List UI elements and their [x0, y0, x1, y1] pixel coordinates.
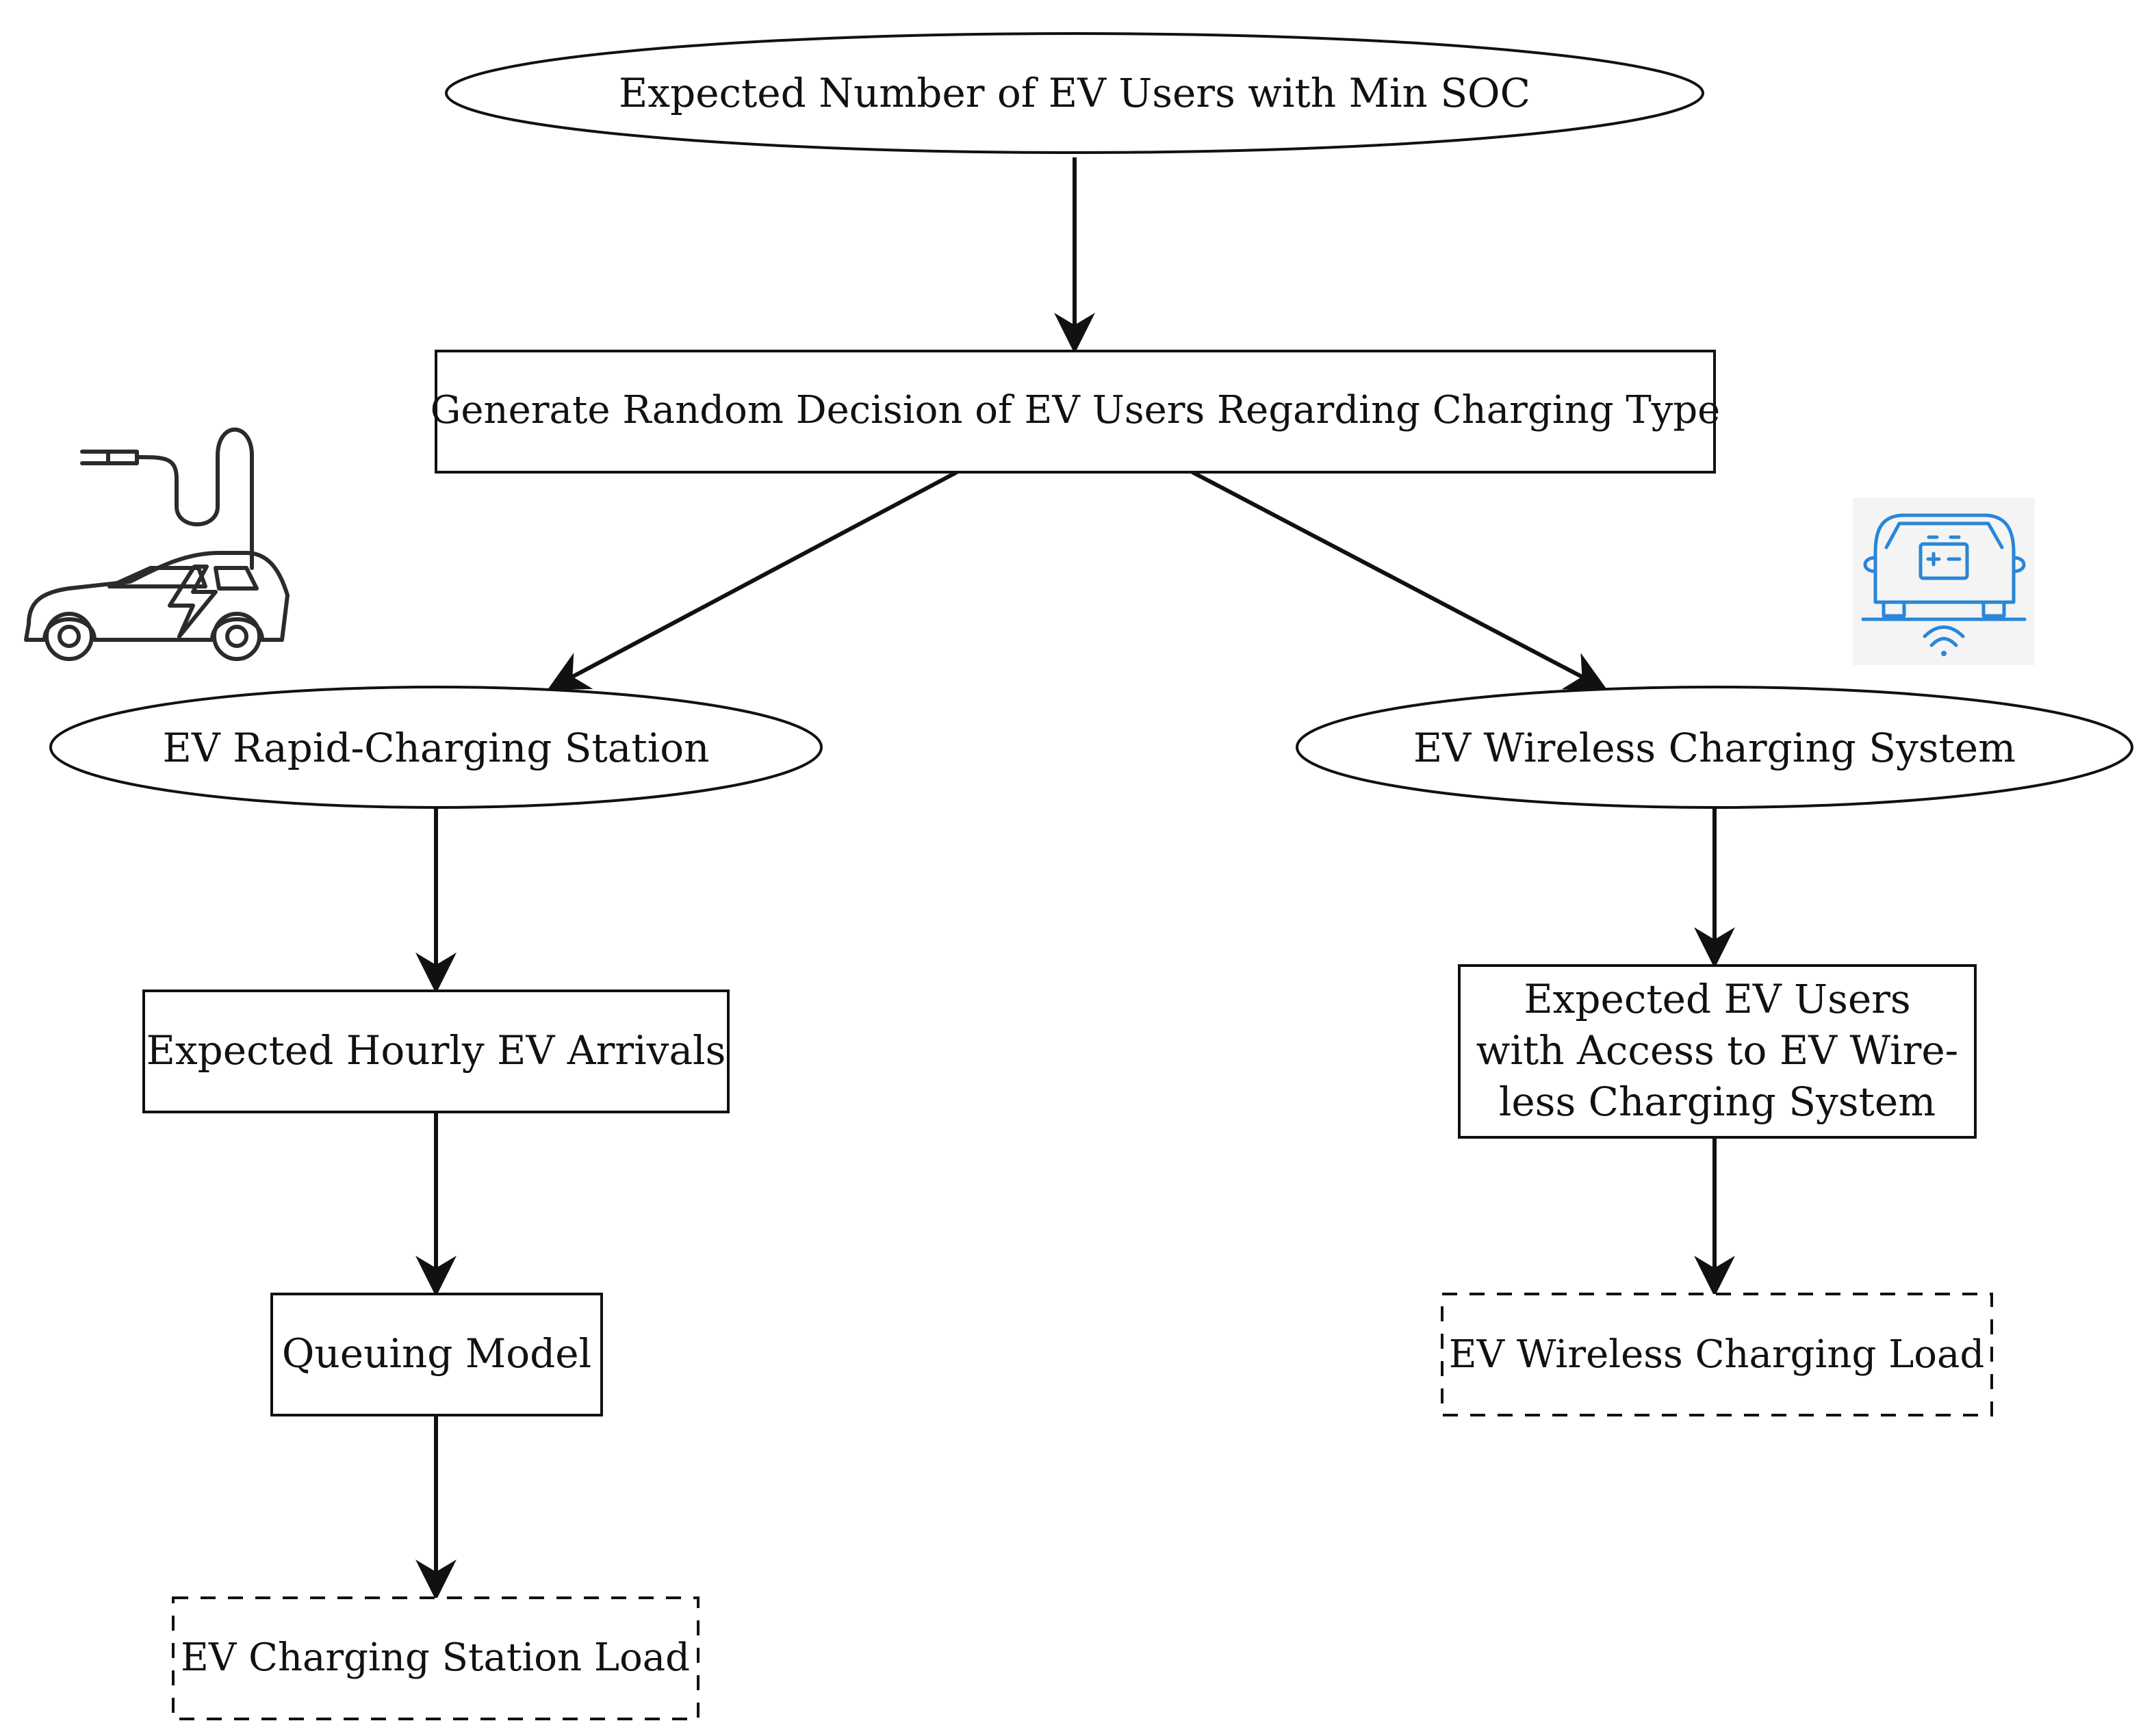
- edge-decision-to-wireless-system: [1191, 470, 1608, 690]
- node-hourly-arrivals-label: Expected Hourly EV Arrivals: [146, 1027, 726, 1074]
- node-top-label: Expected Number of EV Users with Min SOC: [619, 70, 1530, 116]
- node-wireless-users-line-1: Expected EV Users: [1524, 976, 1910, 1022]
- node-decision-label: Generate Random Decision of EV Users Reg…: [431, 388, 1721, 432]
- node-decision: Generate Random Decision of EV Users Reg…: [431, 350, 1721, 474]
- node-rapid-charging-station-label: EV Rapid-Charging Station: [162, 725, 709, 771]
- node-wireless-charging-system: EV Wireless Charging System: [1296, 686, 2133, 809]
- node-rapid-charging-station: EV Rapid-Charging Station: [49, 686, 823, 809]
- node-wireless-users-line-3: less Charging System: [1499, 1078, 1936, 1125]
- node-hourly-arrivals: Expected Hourly EV Arrivals: [142, 989, 730, 1113]
- node-wireless-charging-system-label: EV Wireless Charging System: [1413, 725, 2016, 771]
- node-wireless-charging-load-label: EV Wireless Charging Load: [1449, 1332, 1985, 1377]
- node-top: Expected Number of EV Users with Min SOC: [445, 32, 1704, 154]
- node-wireless-charging-load: EV Wireless Charging Load: [1441, 1293, 1993, 1416]
- node-queuing-model: Queuing Model: [270, 1293, 603, 1416]
- plug-in-electric-car-icon: [24, 427, 290, 661]
- node-wireless-users: Expected EV Users with Access to EV Wire…: [1458, 964, 1977, 1139]
- edge-decision-to-rapid-station: [547, 470, 958, 690]
- node-wireless-users-line-2: with Access to EV Wire-: [1476, 1027, 1959, 1074]
- edges: [415, 157, 1735, 1601]
- node-charging-station-load-label: EV Charging Station Load: [181, 1635, 690, 1680]
- wireless-charging-car-icon: [1853, 497, 2035, 665]
- node-queuing-model-label: Queuing Model: [282, 1330, 591, 1377]
- node-charging-station-load: EV Charging Station Load: [172, 1596, 700, 1720]
